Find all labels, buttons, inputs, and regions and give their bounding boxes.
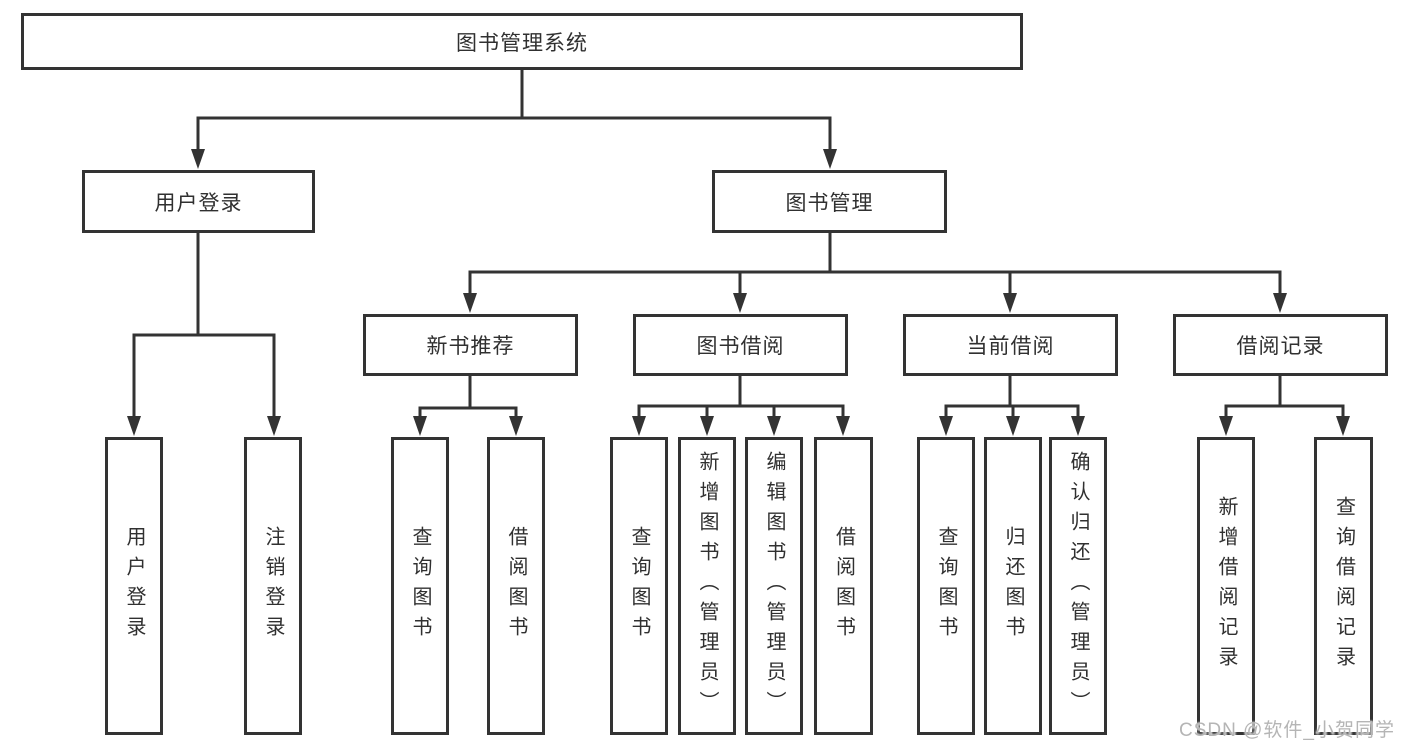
leaf-logout: 注销登录 [244,437,302,735]
node-label: 查询图书 [935,526,957,646]
node-label: 用户登录 [123,526,145,646]
leaf-add-books-admin: 新增图书（管理员） [678,437,736,735]
node-user-login: 用户登录 [82,170,315,233]
leaf-query-books: 查询图书 [917,437,975,735]
node-label: 图书管理系统 [456,31,588,55]
node-label: 图书管理 [785,191,874,215]
leaf-query-books: 查询图书 [610,437,668,735]
node-label: 归还图书 [1002,526,1024,646]
node-book-management: 图书管理 [712,170,947,233]
node-label: 当前借阅 [966,335,1055,358]
watermark: CSDN @软件_小贺同学 [1179,720,1395,741]
leaf-confirm-return-admin: 确认归还（管理员） [1049,437,1107,735]
node-label: 借阅图书 [832,526,855,646]
node-label: 编辑图书（管理员） [763,451,785,721]
node-label: 图书借阅 [696,335,785,358]
node-label: 用户登录 [154,191,243,215]
node-current-borrow: 当前借阅 [903,314,1118,376]
leaf-query-borrow-record: 查询借阅记录 [1314,437,1373,735]
leaf-edit-books-admin: 编辑图书（管理员） [745,437,803,735]
node-label: 查询图书 [409,526,431,646]
node-label: 借阅图书 [505,526,527,646]
leaf-query-books: 查询图书 [391,437,449,735]
leaf-add-borrow-record: 新增借阅记录 [1197,437,1255,735]
node-book-borrow: 图书借阅 [633,314,848,376]
leaf-return-books: 归还图书 [984,437,1042,735]
arrowheads [127,149,1350,436]
node-label: 借阅记录 [1236,335,1325,358]
node-label: 新增图书（管理员） [696,451,718,721]
node-label: 新书推荐 [426,335,515,358]
leaf-user-login: 用户登录 [105,437,163,735]
node-label: 确认归还（管理员） [1067,451,1089,721]
node-new-book-recommend: 新书推荐 [363,314,578,376]
node-label: 新增借阅记录 [1215,496,1237,676]
node-label: 注销登录 [262,526,284,646]
node-label: 查询借阅记录 [1332,496,1355,676]
node-library-management-system: 图书管理系统 [21,13,1023,70]
leaf-borrow-books: 借阅图书 [814,437,873,735]
leaf-borrow-books: 借阅图书 [487,437,545,735]
node-borrow-record: 借阅记录 [1173,314,1388,376]
node-label: 查询图书 [628,526,650,646]
